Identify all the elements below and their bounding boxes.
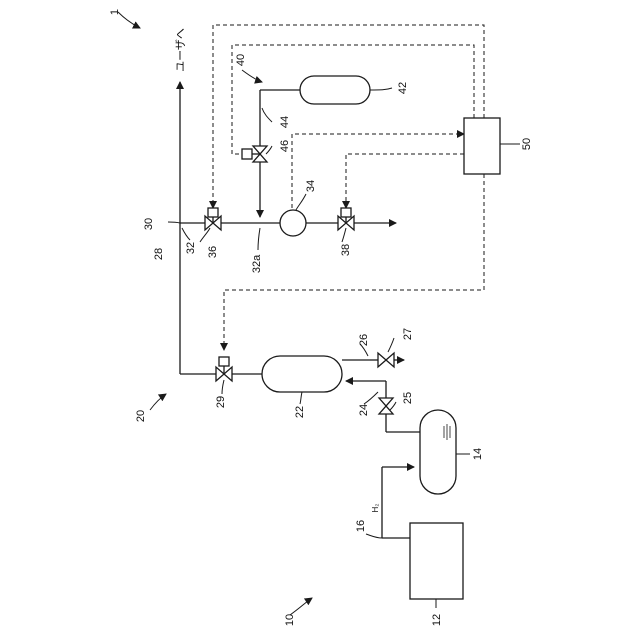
label-42: 42 (397, 82, 409, 94)
label-h2: H₂ (371, 504, 380, 513)
generator-12 (410, 523, 463, 599)
valve-29 (216, 357, 232, 381)
label-36: 36 (207, 246, 219, 258)
label-10: 10 (284, 614, 296, 626)
label-25: 25 (402, 392, 414, 404)
label-user: ユーザへ (174, 28, 187, 72)
label-1: 1 (109, 9, 121, 15)
valve-25 (379, 398, 393, 414)
tank-22 (262, 356, 342, 392)
label-14: 14 (472, 448, 484, 460)
control-lines (213, 25, 484, 350)
label-46: 46 (279, 140, 291, 152)
label-28: 28 (153, 248, 165, 260)
valve-46 (242, 146, 267, 162)
label-24: 24 (358, 404, 370, 416)
label-44: 44 (279, 116, 291, 128)
tank-14 (420, 410, 456, 494)
label-29: 29 (215, 396, 227, 408)
label-27: 27 (402, 328, 414, 340)
valve-36 (205, 208, 221, 230)
label-12: 12 (431, 614, 443, 626)
valve-27 (378, 353, 394, 367)
controller-50 (464, 118, 500, 174)
valve-38 (338, 208, 354, 230)
label-16: 16 (355, 520, 367, 532)
label-30: 30 (143, 218, 155, 230)
label-32a: 32a (251, 254, 263, 273)
label-20: 20 (135, 410, 147, 422)
label-34: 34 (305, 180, 317, 192)
label-50: 50 (521, 138, 533, 150)
label-32: 32 (185, 242, 197, 254)
process-lines (180, 82, 420, 538)
label-40: 40 (235, 54, 247, 66)
tank-42 (300, 76, 370, 104)
label-26: 26 (358, 334, 370, 346)
label-22: 22 (294, 406, 306, 418)
label-38: 38 (340, 244, 352, 256)
sensor-34 (280, 210, 306, 236)
